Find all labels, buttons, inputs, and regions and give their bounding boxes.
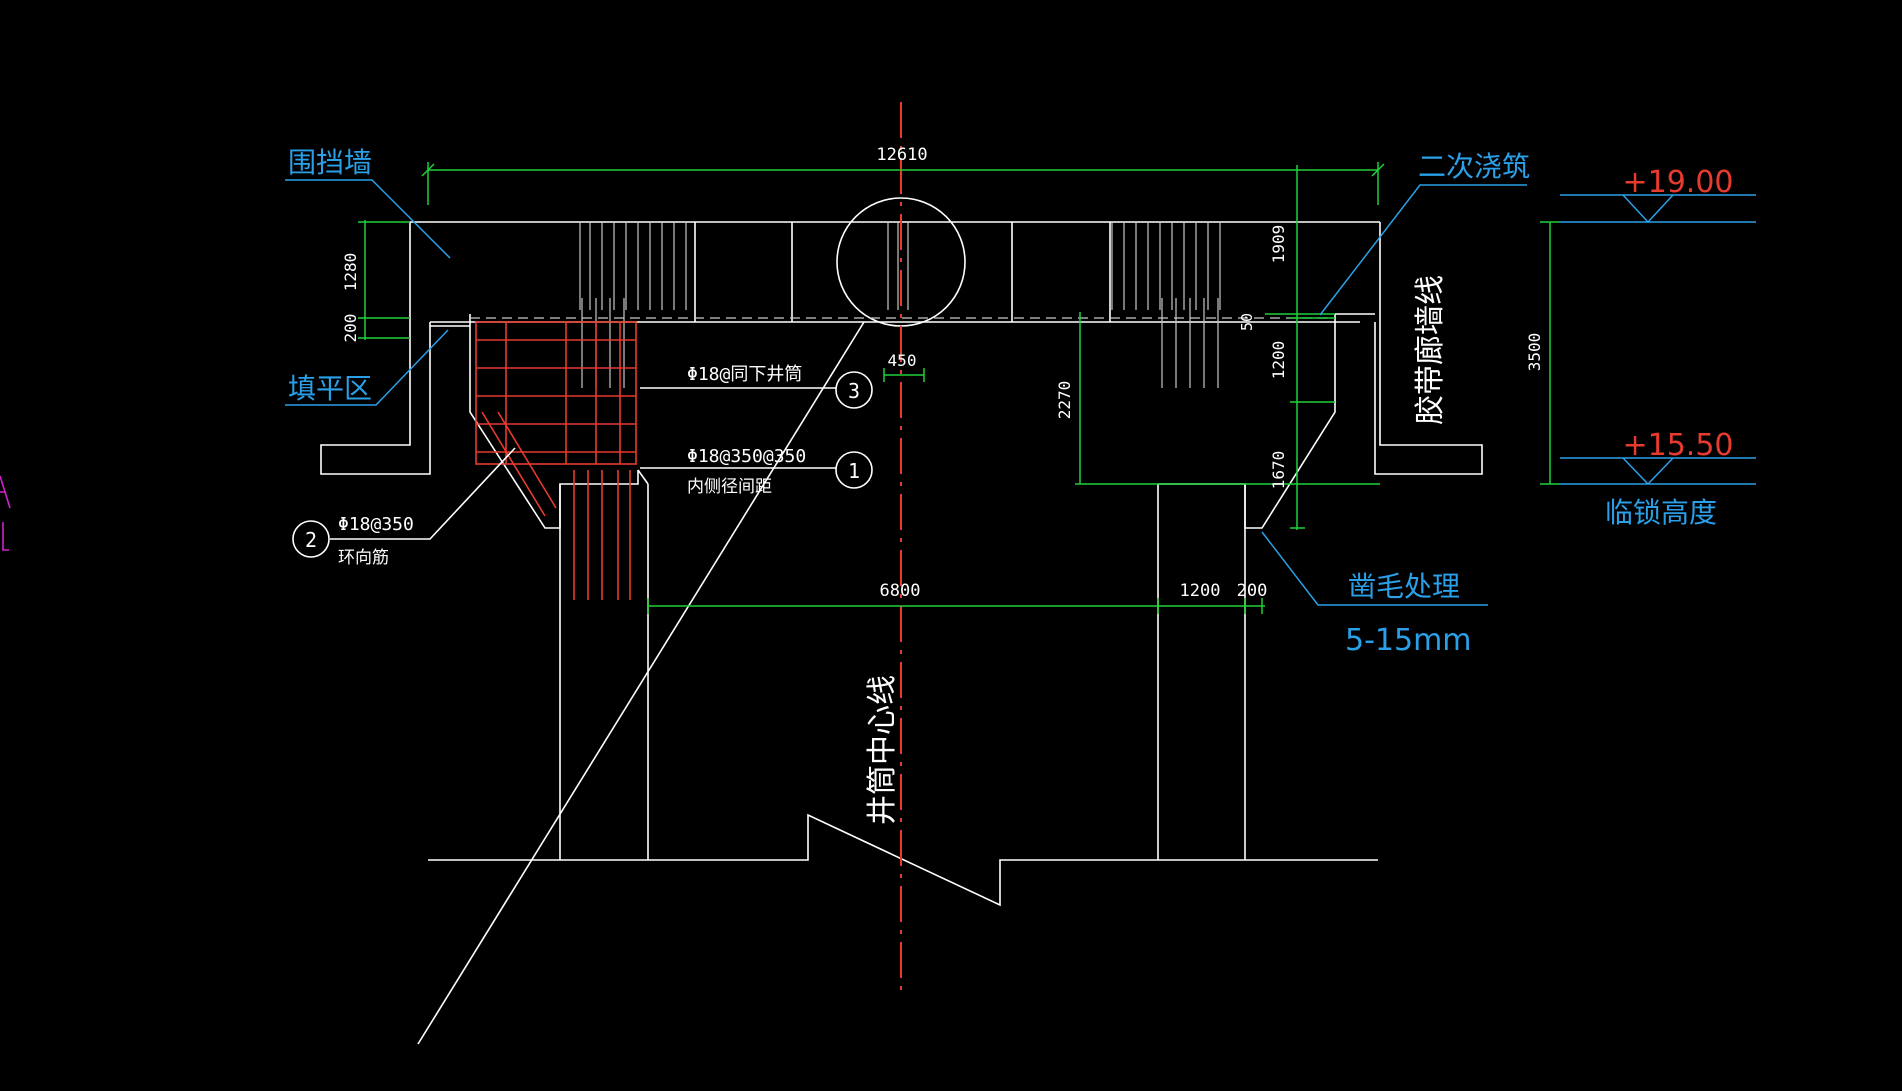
label-retaining-wall: 围挡墙 (288, 146, 372, 179)
label-belt-corridor: 胶带廊墙线 (1413, 275, 1448, 425)
rebar-note1-sub: 内侧径间距 (687, 477, 772, 497)
rebar-note-2: 2 Φ18@350 环向筋 (292, 447, 516, 568)
elevation-top: +19.00 (1622, 165, 1733, 200)
label-chisel-treatment: 凿毛处理 (1348, 570, 1460, 603)
label-lock-height: 临锁高度 (1605, 496, 1717, 529)
dim-fill-height: 200 (341, 314, 360, 343)
rebar-note2-id: 2 (305, 528, 317, 552)
label-chisel-depth: 5-15mm (1345, 623, 1472, 658)
label-shaft-centerline: 井筒中心线 (865, 675, 900, 825)
dim-wall-height: 1280 (341, 253, 360, 292)
rebar-note3-text: Φ18@同下井筒 (687, 364, 802, 385)
label-fill-zone: 填平区 (288, 372, 372, 405)
dim-right-span-a: 1200 (1180, 581, 1221, 601)
rebar-note-1: 1 Φ18@350@350 内侧径间距 (640, 446, 873, 497)
elevation-marker-top: +19.00 (1622, 165, 1734, 224)
elevation-marker-bottom: +15.50 (1622, 428, 1734, 486)
dim-right-bottom: 1670 (1269, 451, 1288, 490)
rebar-note3-id: 3 (848, 379, 860, 403)
annotation-labels: 围挡墙 填平区 二次浇筑 临锁高度 凿毛处理 5-15mm 胶带廊墙线 井筒中心… (288, 146, 1717, 825)
rebar-cage (475, 321, 637, 600)
dim-right-top: 1909 (1269, 225, 1288, 264)
rebar-note1-text: Φ18@350@350 (687, 446, 806, 467)
dim-total-height: 3500 (1525, 333, 1544, 372)
dim-left-drop: 2270 (1055, 381, 1074, 420)
dim-right-span-b: 200 (1237, 581, 1268, 601)
dimension-lines (358, 162, 1560, 614)
leader-lines (285, 179, 1756, 606)
rebar-note2-text: Φ18@350 (338, 514, 414, 535)
dim-wall-thickness: 450 (888, 351, 917, 370)
dimension-texts: 12610 1280 200 1909 50 1200 1670 3500 22… (341, 145, 1544, 601)
dim-small-gap: 50 (1238, 313, 1256, 331)
dim-right-mid: 1200 (1269, 341, 1288, 380)
dim-overall-width: 12610 (876, 145, 927, 165)
dim-inner-span: 6800 (880, 581, 921, 601)
rebar-note-3: 3 Φ18@同下井筒 (640, 364, 873, 409)
label-secondary-pour: 二次浇筑 (1418, 150, 1530, 183)
margin-marker (0, 475, 11, 551)
rebar-note2-sub: 环向筋 (338, 548, 389, 568)
rebar-note1-id: 1 (848, 459, 860, 483)
elevation-bottom: +15.50 (1622, 428, 1733, 463)
